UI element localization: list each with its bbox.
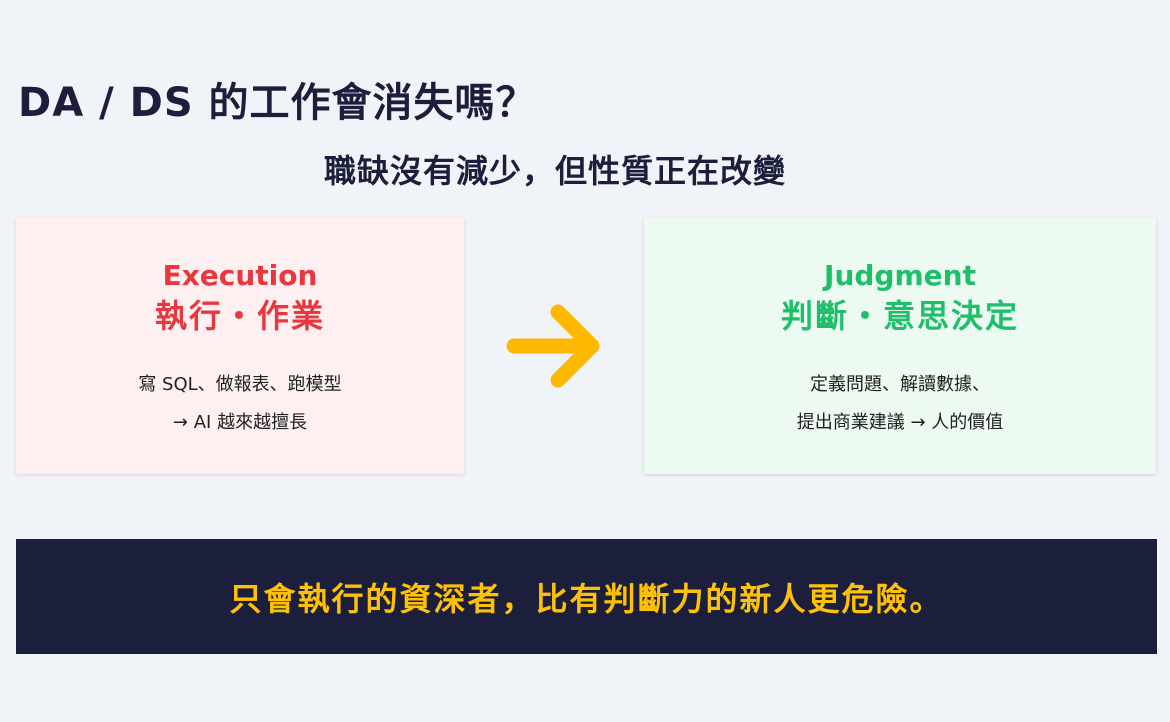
- execution-description: 寫 SQL、做報表、跑模型 → AI 越來越擅長: [16, 366, 464, 442]
- judgment-desc-line-1: 定義問題、解讀數據、: [810, 374, 990, 395]
- judgment-label-en: Judgment: [824, 259, 976, 292]
- execution-label-zh: 執行・作業: [154, 297, 325, 335]
- page-title: DA / DS 的工作會消失嗎？: [18, 80, 537, 126]
- execution-label-en: Execution: [162, 259, 318, 292]
- execution-card: Execution 執行・作業 寫 SQL、做報表、跑模型 → AI 越來越擅長: [16, 218, 464, 474]
- execution-desc-line-2: → AI 越來越擅長: [172, 412, 308, 433]
- right-arrow-icon: [506, 304, 600, 388]
- judgment-description: 定義問題、解讀數據、 提出商業建議 → 人的價值: [644, 366, 1156, 442]
- judgment-card: Judgment 判斷・意思決定 定義問題、解讀數據、 提出商業建議 → 人的價…: [644, 218, 1156, 474]
- conclusion-text: 只會執行的資深者，比有判斷力的新人更危險。: [229, 579, 944, 618]
- conclusion-banner: 只會執行的資深者，比有判斷力的新人更危險。: [16, 539, 1157, 654]
- judgment-desc-line-2: 提出商業建議 → 人的價值: [796, 412, 1004, 433]
- execution-desc-line-1: 寫 SQL、做報表、跑模型: [138, 374, 342, 395]
- page-subtitle: 職缺沒有減少，但性質正在改變: [323, 152, 786, 190]
- judgment-label-zh: 判斷・意思決定: [780, 297, 1019, 335]
